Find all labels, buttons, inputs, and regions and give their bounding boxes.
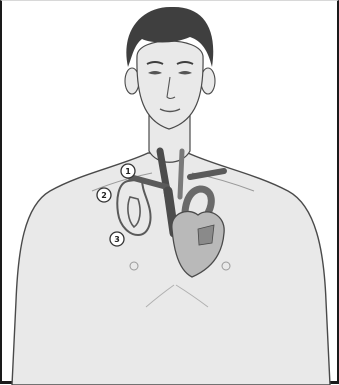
marker-3-label: 3 (114, 235, 120, 244)
carotid-artery (180, 151, 182, 197)
heart-chamber (198, 225, 214, 245)
marker-2: 2 (97, 188, 111, 202)
marker-1: 1 (121, 164, 135, 178)
marker-3: 3 (110, 232, 124, 246)
marker-2-label: 2 (101, 191, 107, 200)
marker-1-label: 1 (125, 167, 131, 176)
head (137, 41, 203, 129)
